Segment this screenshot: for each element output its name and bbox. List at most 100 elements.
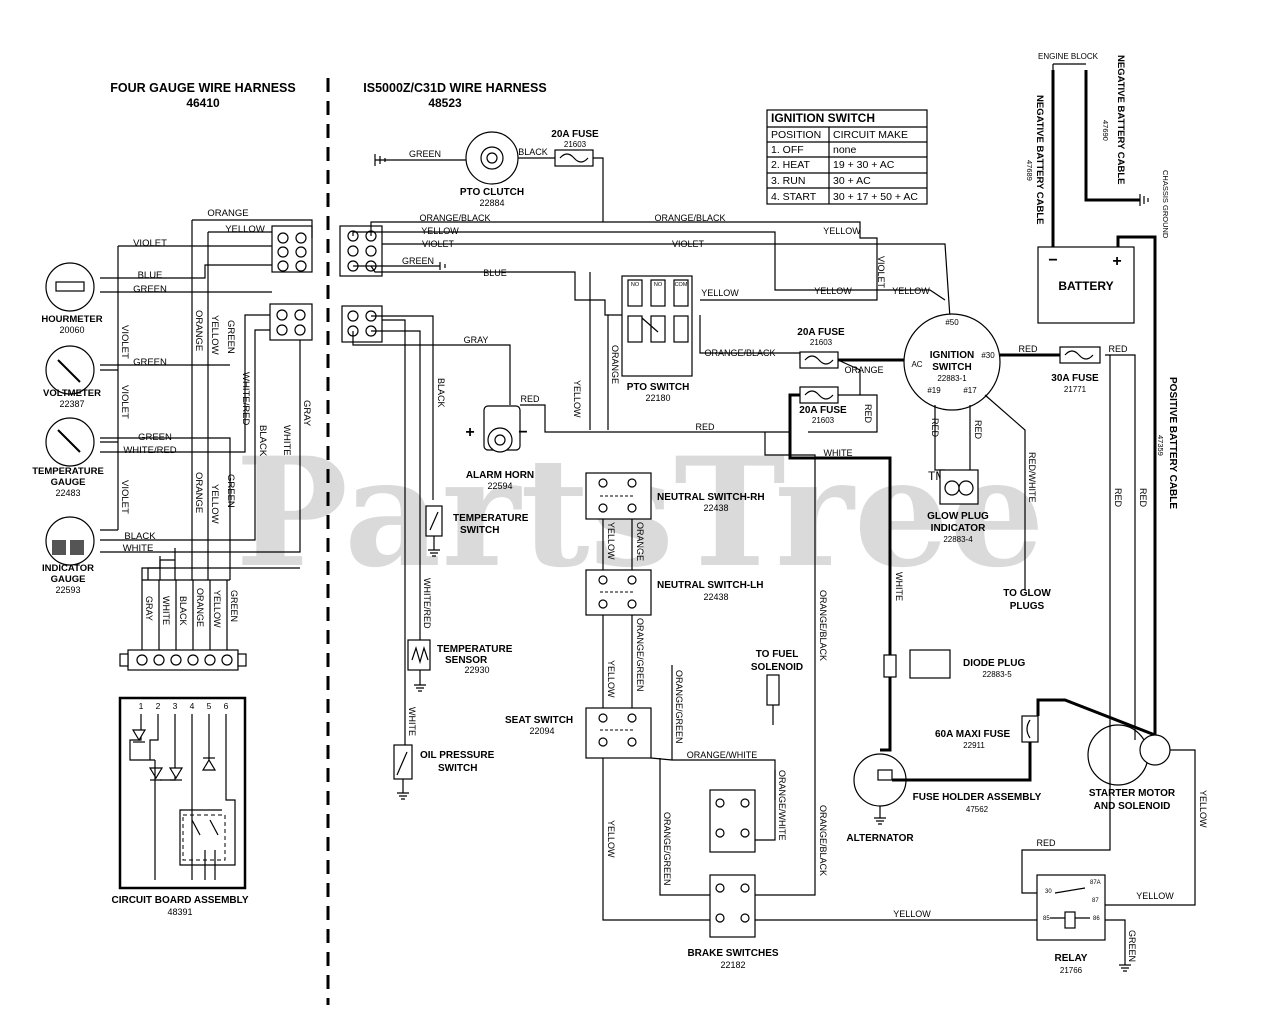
svg-text:TO FUEL: TO FUEL xyxy=(756,649,799,660)
svg-text:HOURMETER: HOURMETER xyxy=(41,314,102,325)
svg-text:22438: 22438 xyxy=(703,503,728,513)
svg-text:5: 5 xyxy=(207,701,212,711)
svg-text:GREEN: GREEN xyxy=(133,357,167,368)
svg-text:INDICATOR: INDICATOR xyxy=(931,523,986,534)
svg-text:YELLOW: YELLOW xyxy=(814,286,852,296)
svg-text:+: + xyxy=(1112,253,1121,270)
svg-text:3: 3 xyxy=(173,701,178,711)
temperature-switch: TEMPERATURE SWITCH xyxy=(425,505,529,557)
alarm-horn: + − ALARM HORN 22594 xyxy=(465,405,534,491)
svg-text:WHITE/RED: WHITE/RED xyxy=(422,578,432,629)
svg-text:BLUE: BLUE xyxy=(483,268,507,278)
svg-text:RED: RED xyxy=(1138,488,1148,508)
svg-text:RED: RED xyxy=(1018,344,1038,354)
svg-text:BATTERY: BATTERY xyxy=(1058,279,1113,293)
svg-text:VIOLET: VIOLET xyxy=(119,325,130,359)
svg-text:21603: 21603 xyxy=(564,140,587,149)
svg-text:VIOLET: VIOLET xyxy=(119,480,130,514)
svg-text:GRAY: GRAY xyxy=(301,400,312,427)
positive-cable-part: 47359 xyxy=(1156,435,1165,456)
ignition-row-circuit: 30 + AC xyxy=(833,175,871,187)
svg-text:SWITCH: SWITCH xyxy=(932,362,971,373)
temperature-sensor: TEMPERATURE SENSOR 22930 xyxy=(407,639,513,692)
svg-text:RED/WHITE: RED/WHITE xyxy=(1027,452,1037,503)
negative-cable-2-part: 47690 xyxy=(1101,120,1110,141)
svg-text:WHITE/RED: WHITE/RED xyxy=(240,372,251,425)
brake-switches: BRAKE SWITCHES 22182 xyxy=(687,789,779,970)
svg-text:#19: #19 xyxy=(927,386,941,395)
svg-text:#50: #50 xyxy=(945,318,959,327)
svg-text:YELLOW: YELLOW xyxy=(701,288,739,298)
ignition-row-circuit: 19 + 30 + AC xyxy=(833,159,895,171)
svg-text:22883-5: 22883-5 xyxy=(982,670,1012,679)
svg-text:WHITE: WHITE xyxy=(894,572,904,601)
svg-text:ORANGE/WHITE: ORANGE/WHITE xyxy=(687,750,758,760)
svg-text:ALTERNATOR: ALTERNATOR xyxy=(846,833,914,844)
svg-text:YELLOW: YELLOW xyxy=(225,224,265,235)
svg-text:21603: 21603 xyxy=(810,338,833,347)
svg-text:NO: NO xyxy=(631,282,640,288)
glow-plug-indicator: GLOW PLUG INDICATOR 22883-4 xyxy=(927,469,989,544)
svg-text:GREEN: GREEN xyxy=(225,320,236,354)
svg-text:22911: 22911 xyxy=(963,741,985,750)
svg-text:21603: 21603 xyxy=(812,416,835,425)
svg-text:ORANGE: ORANGE xyxy=(193,472,204,513)
negative-cable-1-label: NEGATIVE BATTERY CABLE xyxy=(1034,95,1045,225)
pto-clutch: PTO CLUTCH 22884 xyxy=(460,131,524,208)
svg-text:VIOLET: VIOLET xyxy=(119,385,130,419)
svg-text:RED: RED xyxy=(1036,838,1056,848)
20a-fuse-upper: 20A FUSE 21603 xyxy=(797,327,845,369)
alternator: ALTERNATOR xyxy=(846,753,914,844)
connector-4pin-left xyxy=(341,305,383,343)
svg-text:20A FUSE: 20A FUSE xyxy=(797,327,845,338)
starter-motor: STARTER MOTOR AND SOLENOID xyxy=(1087,724,1176,812)
svg-text:WHITE: WHITE xyxy=(824,448,853,458)
svg-text:STARTER MOTOR: STARTER MOTOR xyxy=(1089,788,1176,799)
ignition-table-title: IGNITION SWITCH xyxy=(771,111,875,125)
svg-text:YELLOW: YELLOW xyxy=(1136,891,1174,901)
svg-text:22930: 22930 xyxy=(464,665,489,675)
svg-text:PTO CLUTCH: PTO CLUTCH xyxy=(460,187,524,198)
svg-text:YELLOW: YELLOW xyxy=(606,820,616,858)
svg-text:VIOLET: VIOLET xyxy=(133,238,167,249)
pto-switch: NO NO COM PTO SWITCH 22180 xyxy=(621,275,693,403)
to-glow-plugs-label: TO GLOW xyxy=(1003,588,1051,599)
svg-text:20A FUSE: 20A FUSE xyxy=(551,129,599,140)
svg-text:BLACK: BLACK xyxy=(178,596,188,626)
svg-text:−: − xyxy=(1048,252,1057,269)
svg-text:BRAKE SWITCHES: BRAKE SWITCHES xyxy=(687,948,778,959)
ignition-row-position: 4. START xyxy=(771,191,817,203)
20a-fuse-pto: 20A FUSE 21603 xyxy=(551,129,599,167)
fuse-holder-label: FUSE HOLDER ASSEMBLY xyxy=(913,792,1042,803)
svg-text:ORANGE/BLACK: ORANGE/BLACK xyxy=(419,213,490,223)
svg-text:TEMPERATURE: TEMPERATURE xyxy=(437,644,513,655)
svg-text:ORANGE/BLACK: ORANGE/BLACK xyxy=(818,805,828,876)
svg-text:SOLENOID: SOLENOID xyxy=(751,662,803,673)
svg-text:YELLOW: YELLOW xyxy=(209,315,220,355)
connector-6pin-top xyxy=(339,225,383,277)
svg-text:22094: 22094 xyxy=(529,726,554,736)
svg-text:YELLOW: YELLOW xyxy=(421,226,459,236)
svg-text:22182: 22182 xyxy=(720,960,745,970)
svg-text:22483: 22483 xyxy=(55,488,80,498)
svg-text:GREEN: GREEN xyxy=(1127,930,1137,962)
circuit-board-assembly: 1 2 3 4 5 6 CIRCUIT BOARD ASSEMBLY 48391 xyxy=(111,696,249,917)
chassis-ground-label: CHASSIS GROUND xyxy=(1161,170,1170,239)
svg-text:21766: 21766 xyxy=(1060,966,1083,975)
svg-text:NEUTRAL SWITCH-RH: NEUTRAL SWITCH-RH xyxy=(657,492,765,503)
svg-text:GREEN: GREEN xyxy=(133,284,167,295)
fuse-holder-part: 47562 xyxy=(966,805,989,814)
oil-pressure-switch: OIL PRESSURE SWITCH xyxy=(393,744,495,800)
svg-text:#30: #30 xyxy=(981,351,995,360)
neutral-switch-lh: NEUTRAL SWITCH-LH 22438 xyxy=(585,569,763,616)
svg-text:IGNITION: IGNITION xyxy=(930,350,974,361)
svg-text:GLOW PLUG: GLOW PLUG xyxy=(927,511,989,522)
svg-text:SWITCH: SWITCH xyxy=(438,763,477,774)
svg-text:DIODE PLUG: DIODE PLUG xyxy=(963,658,1025,669)
svg-text:GAUGE: GAUGE xyxy=(51,574,86,585)
connector-4pin-mid xyxy=(269,303,313,341)
svg-text:SWITCH: SWITCH xyxy=(460,525,499,536)
svg-text:YELLOW: YELLOW xyxy=(823,226,861,236)
svg-text:CIRCUIT BOARD ASSEMBLY: CIRCUIT BOARD ASSEMBLY xyxy=(111,895,248,906)
four-gauge-harness-title: FOUR GAUGE WIRE HARNESS xyxy=(110,81,295,95)
